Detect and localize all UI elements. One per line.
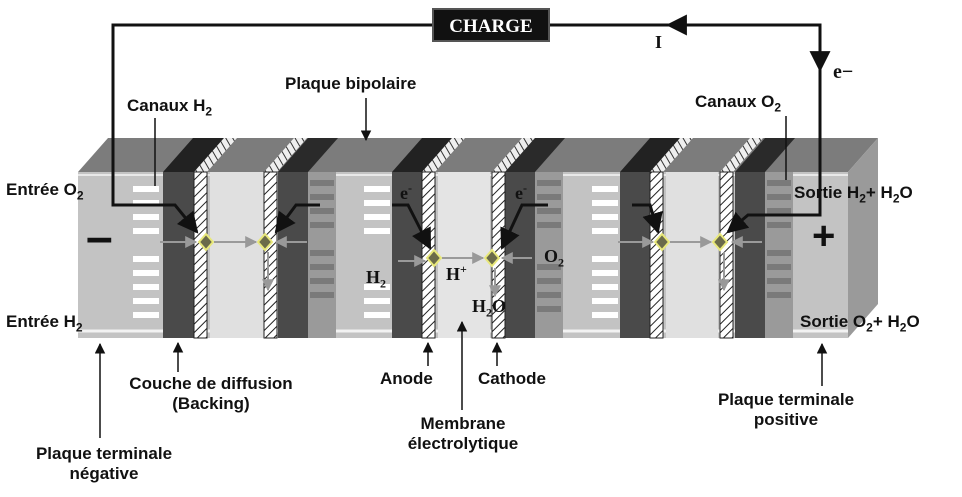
plaque-bipolaire-label: Plaque bipolaire [285, 74, 417, 93]
h2-label: H2 [366, 267, 387, 291]
canaux-h2-label: Canaux H2 [127, 96, 213, 119]
sortie-o2-label: Sortie O2+ H2O [800, 312, 920, 335]
hplus-label: H+ [446, 262, 467, 284]
electron-cathode-label: e- [515, 181, 527, 203]
positive-terminal-sign: + [812, 214, 836, 258]
h2o-label: H2O [472, 296, 507, 320]
negative-terminal-sign: – [86, 211, 113, 264]
gas-channels [133, 186, 618, 318]
cell-right-face [848, 138, 878, 338]
entree-o2-label: Entrée O2 [6, 180, 84, 203]
gas-flow-arrows [160, 236, 762, 298]
current-label: I [655, 32, 663, 52]
leader-lines [94, 98, 828, 438]
o2-channels [310, 180, 791, 312]
electron-anode-label: e- [400, 181, 412, 203]
external-circuit [111, 14, 831, 217]
anode-label: Anode [380, 369, 433, 388]
electron-paths [160, 203, 760, 250]
cathode-label: Cathode [478, 369, 546, 388]
sortie-h2-label: Sortie H2+ H2O [794, 183, 913, 206]
charge-box: CHARGE [432, 8, 550, 42]
o2-label: O2 [544, 246, 565, 270]
couche-diffusion-label: Couche de diffusion(Backing) [129, 374, 293, 413]
catalyst-sites [197, 232, 729, 268]
entree-h2-label: Entrée H2 [6, 312, 83, 335]
top-face-blocks [163, 138, 795, 172]
electron-flow-label: e− [833, 61, 854, 83]
dark-plates [163, 172, 765, 338]
canaux-o2-label: Canaux O2 [695, 92, 782, 115]
